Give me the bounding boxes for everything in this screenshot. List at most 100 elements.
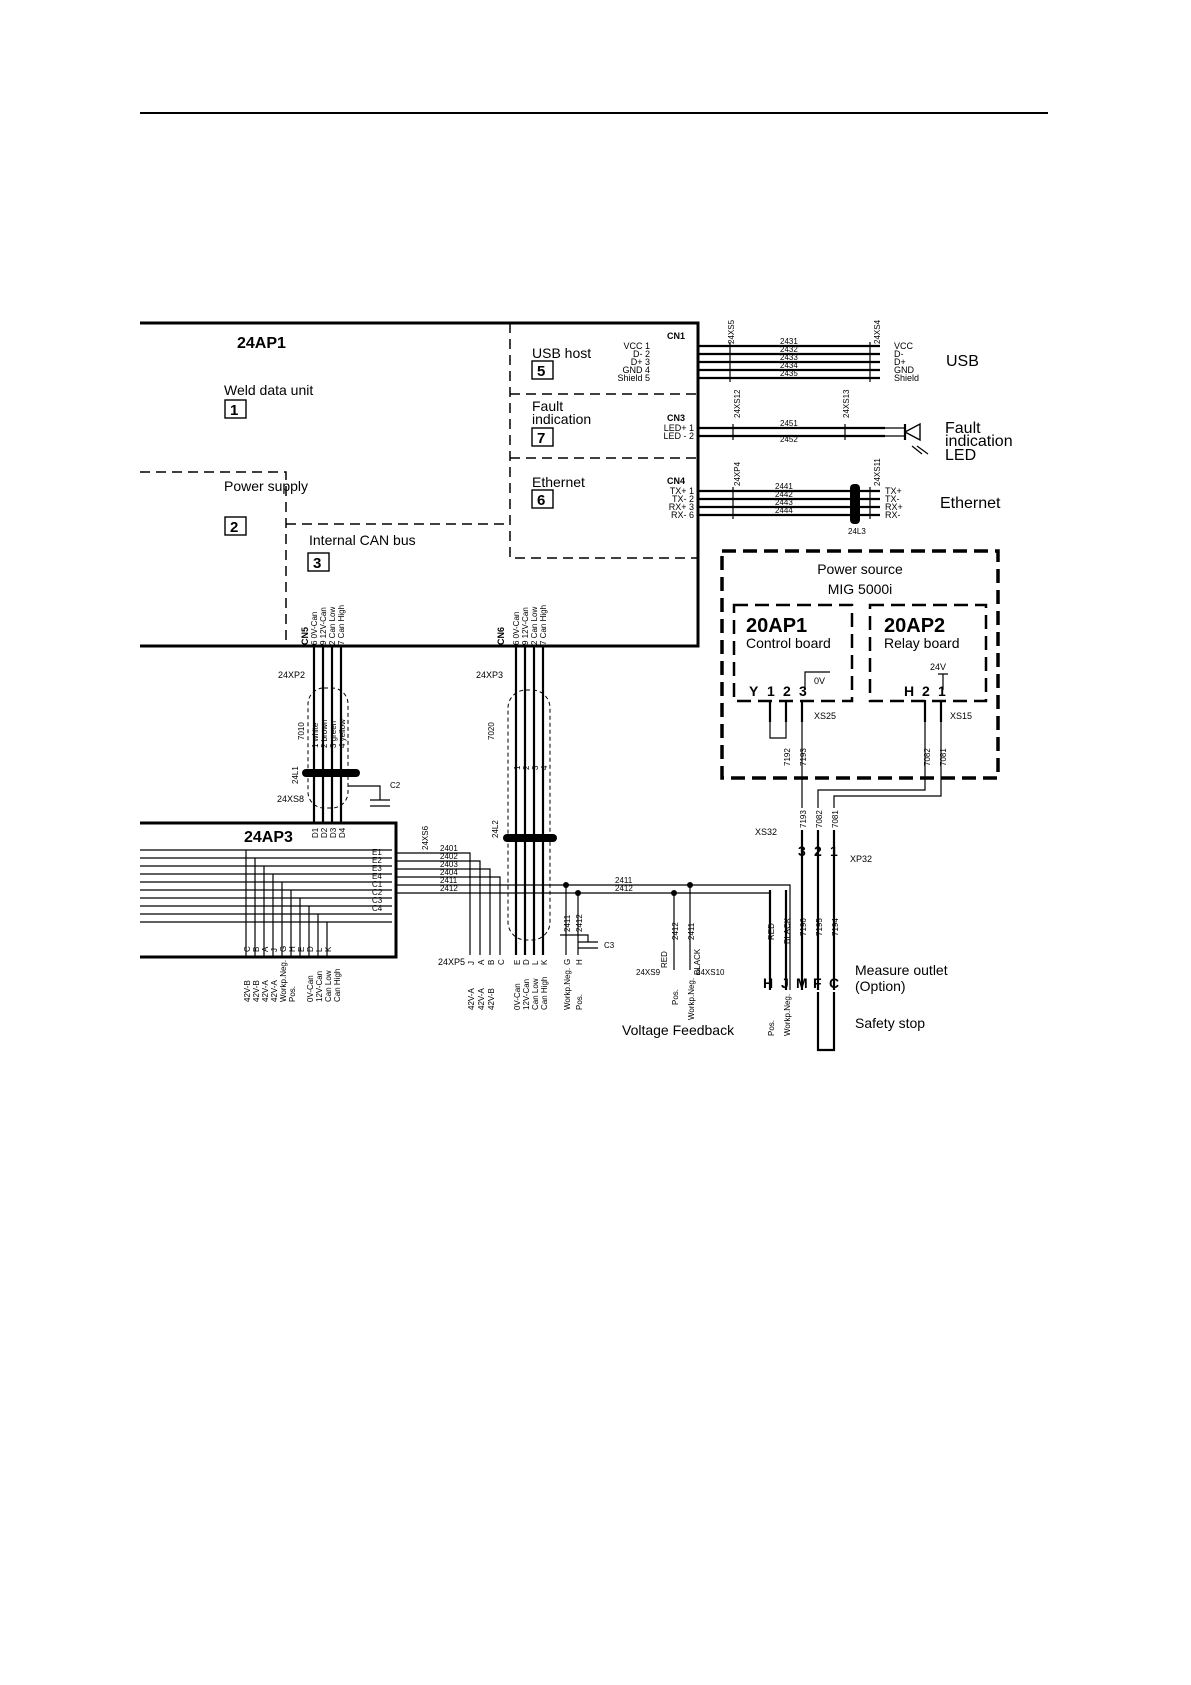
voltage-feedback: 2411 2412 2412 2411 RED BLACK 24XS9 24XS…	[615, 876, 735, 1038]
ap3-func-8: 12V-Can	[315, 971, 324, 1002]
ap3-d2: D2	[320, 827, 329, 838]
cn1-wire-4: 2434	[780, 361, 798, 370]
ap3-func-3: 42V-A	[261, 980, 270, 1002]
vf-wire-2412: 2412	[615, 884, 633, 893]
xs6-w-2402: 2402	[440, 852, 458, 861]
ap2-pin-2: 2	[922, 683, 930, 699]
cn4-wire-1: 2441	[775, 482, 793, 491]
xp5-func-1: 42V-A	[467, 988, 476, 1010]
ap1-pin-1: 1	[767, 683, 775, 699]
cn1-far-4: GND	[894, 365, 915, 375]
xs32-let-h: H	[763, 975, 773, 991]
cn5-id: CN5	[300, 627, 310, 645]
cn6: CN6 6 0V-Can 9 12V-Can 2 Can Low 7 Can H…	[476, 605, 615, 955]
ps-title-1: Power source	[817, 561, 903, 577]
xp5-func-4: 0V-Can	[513, 983, 522, 1010]
ap1-pin-3: 3	[799, 683, 807, 699]
cable-7020	[507, 689, 551, 941]
cn4-wire-3: 2443	[775, 498, 793, 507]
ap1-20-id: 20AP1	[746, 615, 807, 637]
xs6-c3: C3	[372, 896, 383, 905]
cn4-id: CN4	[667, 476, 685, 486]
cn1-pin-5: Shield 5	[617, 373, 650, 383]
xs6-c4: C4	[372, 904, 383, 913]
cn5-pin-1: 6 0V-Can	[310, 612, 319, 645]
cn1-usb: CN1 VCC 1 D- 2 D+ 3 GND 4 Shield 5 24XS5…	[617, 319, 978, 383]
measure-l1: Measure outlet	[855, 962, 948, 978]
ap3-func-2: 42V-B	[252, 980, 261, 1002]
xp32-id: XP32	[850, 854, 872, 864]
ap1-pin-y: Y	[749, 683, 759, 699]
cn6-cap: C3	[604, 941, 615, 950]
fault-label-2: indication	[945, 433, 1013, 450]
ferrite-24l1	[302, 769, 360, 777]
xs6-w-2401: 2401	[440, 844, 458, 853]
fault-num-box	[531, 427, 554, 447]
usb-num-box	[531, 360, 554, 380]
xs6-e4: E4	[372, 872, 382, 881]
xs32-lower-2: 7195	[815, 918, 824, 936]
ap2-20-name: Relay board	[884, 635, 960, 651]
ferrite-24l3	[850, 484, 860, 524]
cn5-pin-3: 2 Can Low	[328, 607, 337, 645]
cn1-wire-2: 2432	[780, 345, 798, 354]
ps-wire-7193: 7193	[799, 748, 808, 766]
cn4-wire-4: 2444	[775, 506, 793, 515]
ps-title-2: MIG 5000i	[828, 581, 893, 597]
cn1-wire-3: 2433	[780, 353, 798, 362]
can-num: 3	[313, 555, 321, 572]
xp5-id: 24XP5	[438, 957, 465, 967]
cn6-core-3: 3	[531, 765, 540, 770]
ap3-func-10: Can High	[333, 969, 342, 1002]
eth-name: Ethernet	[532, 474, 585, 490]
cn5-core-3: 3 green	[329, 721, 338, 748]
cn5-pin-4: 7 Can High	[337, 605, 346, 645]
cn3-xs-far: 24XS13	[842, 389, 851, 418]
xs6-w-2411: 2411	[440, 876, 458, 885]
cn3-wire-2: 2452	[780, 435, 798, 444]
xs32-lower-1: 7196	[799, 918, 808, 936]
v24: 24V	[930, 662, 946, 672]
cn6-id: CN6	[496, 627, 506, 645]
xp5-let-j: J	[467, 961, 476, 965]
can-name: Internal CAN bus	[309, 532, 416, 548]
ap3-d1: D1	[311, 827, 320, 838]
cn4-pin-2: TX- 2	[672, 494, 694, 504]
cn6-pin-1: 6 0V-Can	[512, 612, 521, 645]
can-num-box	[307, 552, 330, 572]
xs32-let-c: C	[829, 975, 839, 991]
ap3-func-9: Can Low	[324, 970, 333, 1002]
cn6-core-1: 1	[513, 765, 522, 770]
cn6-pin-4: 7 Can High	[539, 605, 548, 645]
xp5-let-h: H	[575, 959, 584, 965]
xp5-func-9: Pos.	[575, 994, 584, 1010]
cn5-xp: 24XP2	[278, 670, 305, 680]
ps-wire-7192: 7192	[783, 748, 792, 766]
ap3-let-b: B	[252, 947, 261, 952]
ps-wire-7081: 7081	[939, 748, 948, 766]
cn5-xs: 24XS8	[277, 794, 304, 804]
psu-num-box	[224, 516, 247, 536]
xs6-c2: C2	[372, 888, 383, 897]
cn4-ferrite: 24L3	[848, 527, 866, 536]
unit-24ap3: 24AP3 C B A J G H E D L K 42V-B 42V-B 42…	[140, 821, 398, 1002]
cn1-xs-near: 24XS5	[727, 319, 736, 344]
xs32-pos: Pos.	[767, 1020, 776, 1036]
cn1-far-5: Shield	[894, 373, 919, 383]
xp5-func-3: 42V-B	[487, 988, 496, 1010]
cn6-core-2: 2	[522, 765, 531, 770]
xp5-func-5: 12V-Can	[522, 979, 531, 1010]
ap1-pin-2: 2	[783, 683, 791, 699]
xp5-func-2: 42V-A	[477, 988, 486, 1010]
xs6-id: 24XS6	[421, 825, 430, 850]
xs6-w-2403: 2403	[440, 860, 458, 869]
cn1-wire-1: 2431	[780, 337, 798, 346]
usb-num: 5	[537, 363, 545, 380]
cn3-xs-near: 24XS12	[733, 389, 742, 418]
ap1-20-name: Control board	[746, 635, 831, 651]
ps-to-xs32	[801, 722, 942, 808]
ap3-let-k: K	[324, 946, 333, 952]
cn1-id: CN1	[667, 331, 685, 341]
cn6-cable: 7020	[487, 722, 496, 740]
ap3-func-6: Pos.	[288, 986, 297, 1002]
